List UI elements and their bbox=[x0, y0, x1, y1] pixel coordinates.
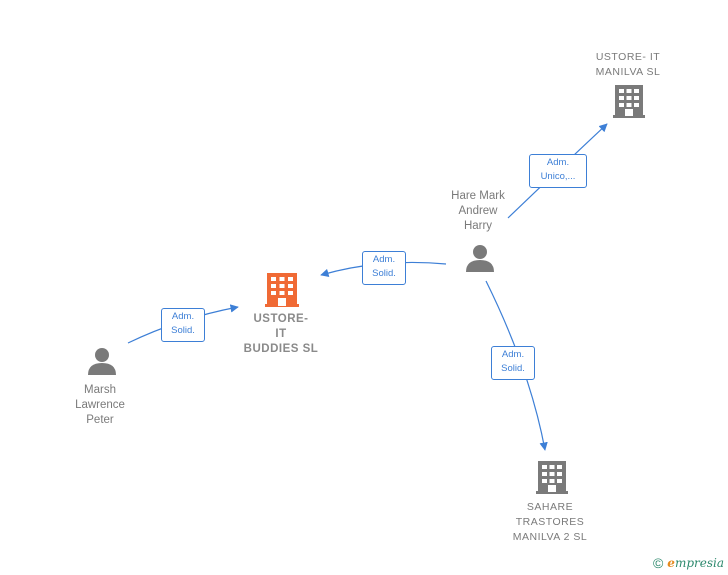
person-hare-label[interactable]: Hare Mark Andrew Harry bbox=[451, 190, 505, 232]
edge-label-hare-to-top[interactable]: Adm. Unico,... bbox=[529, 154, 587, 188]
person-icon-hare[interactable] bbox=[466, 245, 494, 272]
building-icon-top[interactable] bbox=[613, 85, 645, 118]
person-icon-marsh[interactable] bbox=[88, 348, 116, 375]
company-top-label[interactable]: USTORE- IT MANILVA SL bbox=[595, 51, 661, 78]
person-marsh-label[interactable]: Marsh Lawrence Peter bbox=[75, 384, 125, 426]
copyright-icon: © bbox=[652, 555, 664, 571]
edge-label-hare-to-bottom[interactable]: Adm. Solid. bbox=[491, 346, 535, 380]
edge-label-marsh-to-main[interactable]: Adm. Solid. bbox=[161, 308, 205, 342]
company-bottom-label[interactable]: SAHARE TRASTORES MANILVA 2 SL bbox=[512, 501, 588, 543]
building-icon-bottom[interactable] bbox=[536, 461, 568, 494]
brand-logo: empresia bbox=[667, 556, 724, 570]
main-company-label[interactable]: USTORE- IT BUDDIES SL bbox=[243, 313, 319, 355]
building-icon-main[interactable] bbox=[265, 273, 299, 307]
edge-label-hare-to-main[interactable]: Adm. Solid. bbox=[362, 251, 406, 285]
footer-brand: © empresia bbox=[653, 555, 724, 571]
